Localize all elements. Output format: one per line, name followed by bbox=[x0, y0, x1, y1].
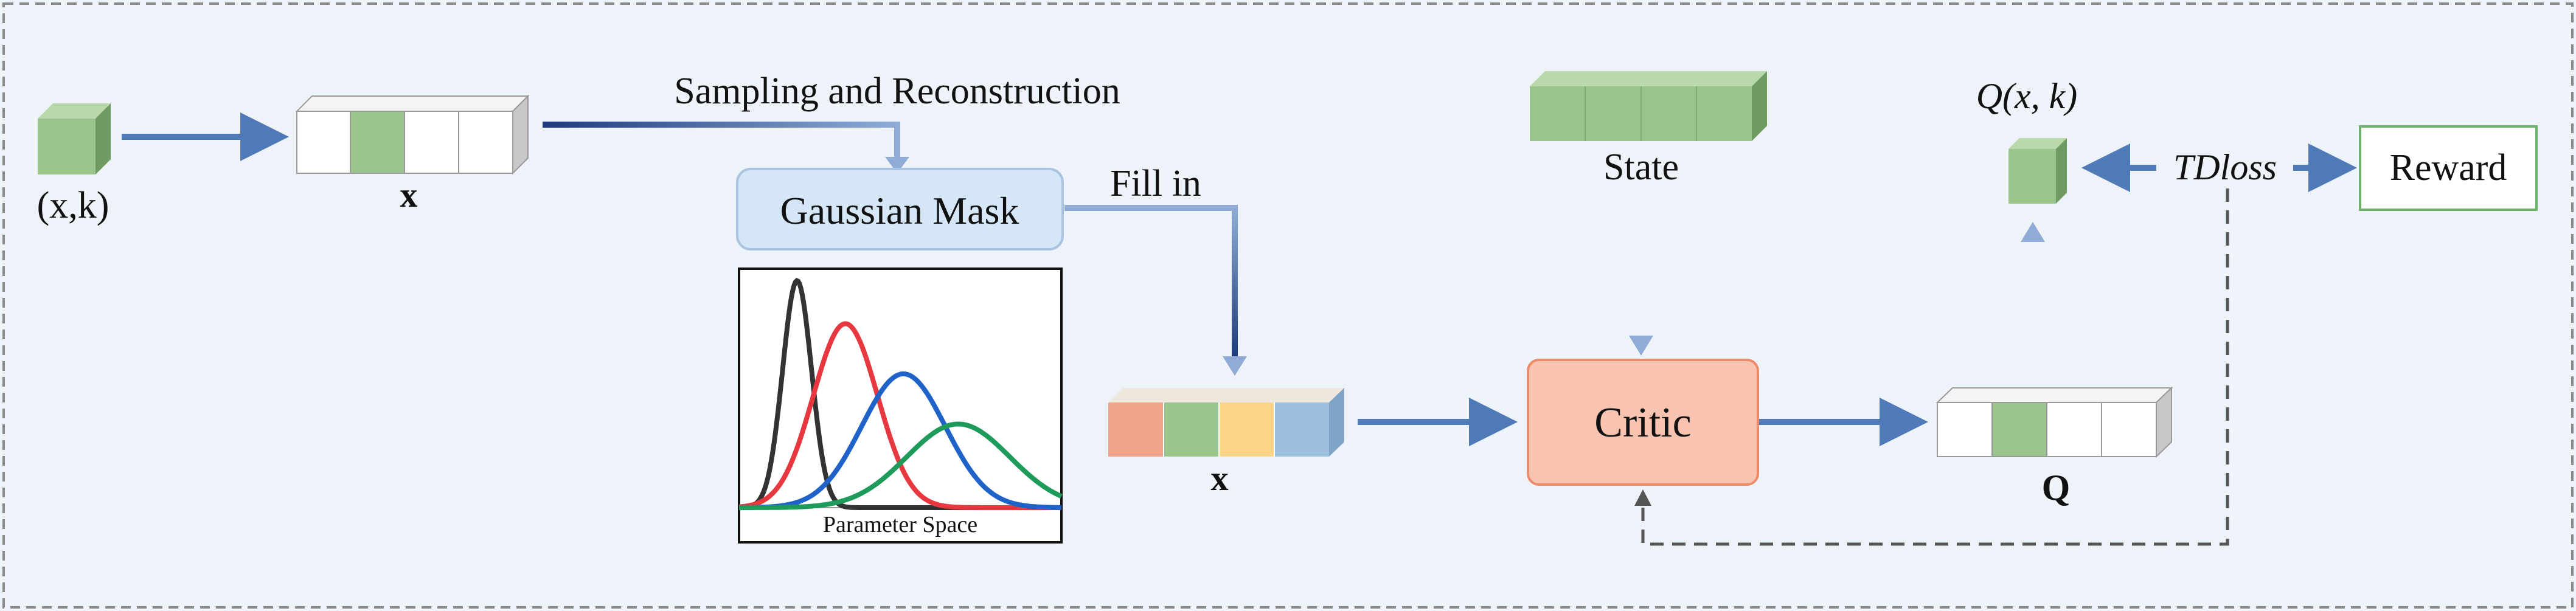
td-loss-label: TDloss bbox=[2173, 147, 2277, 187]
gaussian-curve-4 bbox=[739, 421, 1063, 510]
arrow-q-head bbox=[2021, 222, 2045, 242]
state-cubes bbox=[1530, 71, 1767, 141]
dashed-feedback-loop bbox=[1641, 188, 2229, 546]
arrow-fill-in bbox=[1064, 205, 1238, 359]
reward-box bbox=[2359, 125, 2538, 211]
input-cube bbox=[38, 103, 111, 174]
state-label: State bbox=[1603, 147, 1679, 188]
q-value-cube bbox=[2008, 138, 2067, 204]
q-vector bbox=[1935, 386, 2173, 458]
q-value-label: Q(x, k) bbox=[1976, 76, 2078, 116]
arrow-state-head bbox=[1629, 336, 1653, 356]
fill-in-label: Fill in bbox=[1110, 163, 1201, 204]
arrow-fill-in-head bbox=[1223, 356, 1247, 376]
inset-frame bbox=[738, 268, 1063, 544]
reward-label: Reward bbox=[2390, 147, 2507, 188]
input-label: (x,k) bbox=[37, 185, 109, 226]
arrow-sampling-head bbox=[885, 157, 909, 173]
arrow-sampling bbox=[543, 122, 900, 159]
vector-filled-label: x bbox=[1211, 458, 1229, 498]
inset-xlabel: Parameter Space bbox=[823, 512, 977, 537]
critic-label: Critic bbox=[1594, 399, 1691, 446]
gaussian-inset-plot: Parameter Space bbox=[738, 268, 1063, 544]
gaussian-mask-label: Gaussian Mask bbox=[780, 189, 1019, 232]
vector-x-filled bbox=[1108, 388, 1344, 457]
q-vector-label: Q bbox=[2042, 468, 2071, 508]
vector-top-label: x bbox=[400, 175, 418, 215]
dashed-feedback-head bbox=[1634, 489, 1651, 506]
critic-box bbox=[1527, 359, 1759, 486]
gaussian-mask-box bbox=[736, 168, 1064, 250]
gaussian-curve-3 bbox=[739, 371, 1061, 510]
sampling-label: Sampling and Reconstruction bbox=[674, 71, 1120, 112]
vector-x-top bbox=[295, 94, 530, 175]
inset-curves bbox=[738, 277, 1063, 510]
